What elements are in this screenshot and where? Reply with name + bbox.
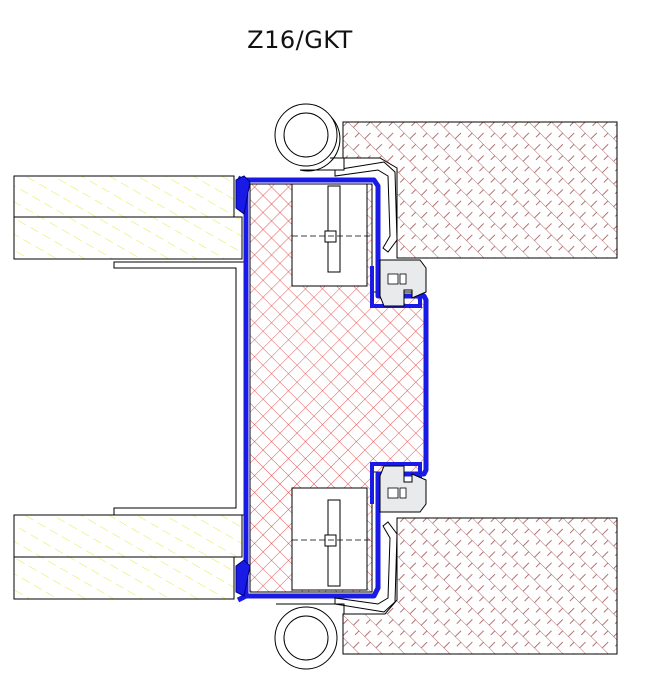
frame-profile-return-bottom	[235, 559, 251, 597]
door-seal-bottom	[379, 465, 427, 513]
wall-bottom	[342, 517, 618, 655]
frame-profile-return-top	[235, 175, 251, 215]
cover-strip-top	[334, 161, 398, 253]
plaster-board-bottom	[13, 514, 243, 600]
door-seal-top	[379, 259, 427, 307]
cover-strip-bottom	[334, 521, 398, 613]
plaster-board-top	[13, 175, 243, 260]
wall-top	[342, 121, 618, 259]
hinge-block-bottom	[291, 487, 370, 591]
hinge-circle-top	[274, 103, 345, 172]
hinge-circle-bottom	[274, 603, 345, 670]
hinge-block-top	[291, 183, 370, 287]
stud-profile	[113, 261, 245, 516]
drawing-title: Z16/GKT	[247, 26, 353, 54]
